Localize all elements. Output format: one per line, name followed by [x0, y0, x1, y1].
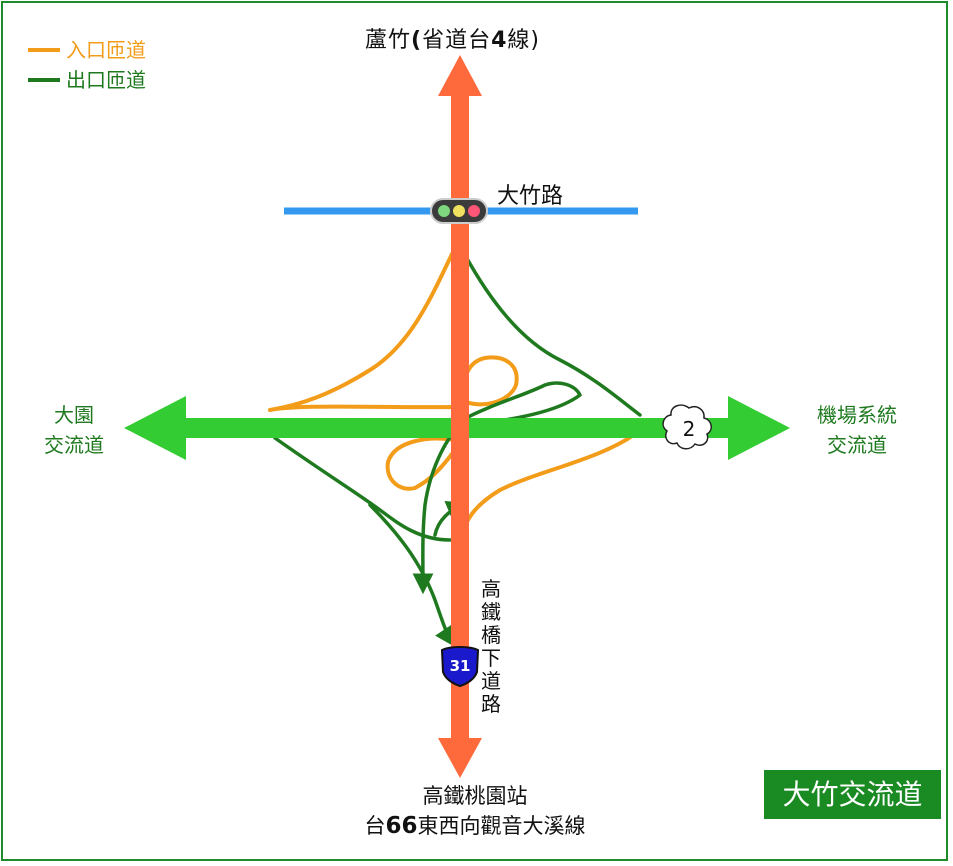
south-label-suffix: 東西向觀音大溪線 [417, 814, 586, 838]
exit-ramps [273, 253, 642, 648]
entrance-ramp-southeast [458, 430, 640, 542]
legend-entrance-label: 入口匝道 [66, 38, 146, 62]
north-destination-label: 蘆竹(省道台4線) [365, 22, 540, 54]
legend-exit: 出口匝道 [28, 68, 146, 92]
exit-ramp-northeast [463, 253, 642, 417]
legend-exit-swatch [28, 78, 60, 82]
north-label-suffix: 線) [507, 28, 540, 53]
south-label-prefix: 台 [364, 814, 386, 838]
traffic-light-icon [430, 198, 488, 224]
expressway-arrow-west [124, 396, 186, 460]
entrance-ramp-loop-northeast [460, 355, 519, 407]
north-label-inner: 省道台 [422, 28, 492, 53]
north-label-number: 4 [491, 28, 508, 53]
west-destination-label: 大園 交流道 [38, 400, 110, 460]
expressway-arrow-east [728, 396, 790, 460]
west-label-line1: 大園 [54, 403, 94, 427]
south-destination-label-2: 台66東西向觀音大溪線 [320, 810, 630, 840]
main-road-arrow-north [438, 55, 482, 96]
entrance-ramp-northwest [268, 252, 457, 412]
exit-ramp-northeast-loop [460, 381, 582, 427]
south-label-number: 66 [385, 813, 418, 839]
east-destination-label: 機場系統 交流道 [805, 400, 909, 460]
legend-entrance: 入口匝道 [28, 38, 146, 62]
east-label-line2: 交流道 [827, 433, 887, 457]
main-road-route-4 [438, 55, 482, 778]
exit-ramp-south-arc [412, 423, 462, 595]
interchange-title-badge: 大竹交流道 [764, 770, 941, 819]
main-road-arrow-south [438, 738, 482, 778]
north-label-prefix: 蘆竹 [365, 28, 412, 53]
legend-entrance-swatch [28, 48, 60, 52]
under-bridge-road-label: 高鐵橋下道路 [481, 577, 501, 716]
freeway-shield-icon: 2 [662, 404, 712, 450]
cross-road-label: 大竹路 [497, 184, 564, 209]
provincial-shield-number: 31 [450, 657, 471, 675]
west-label-line2: 交流道 [44, 433, 104, 457]
exit-ramp-southwest-long [368, 503, 456, 648]
provincial-shield-icon: 31 [440, 646, 480, 688]
east-label-line1: 機場系統 [817, 403, 897, 427]
south-destination-label-1: 高鐵桃園站 [422, 784, 528, 808]
freeway-shield-number: 2 [683, 417, 696, 441]
north-label-paren: ( [411, 28, 423, 53]
legend-exit-label: 出口匝道 [66, 68, 146, 92]
